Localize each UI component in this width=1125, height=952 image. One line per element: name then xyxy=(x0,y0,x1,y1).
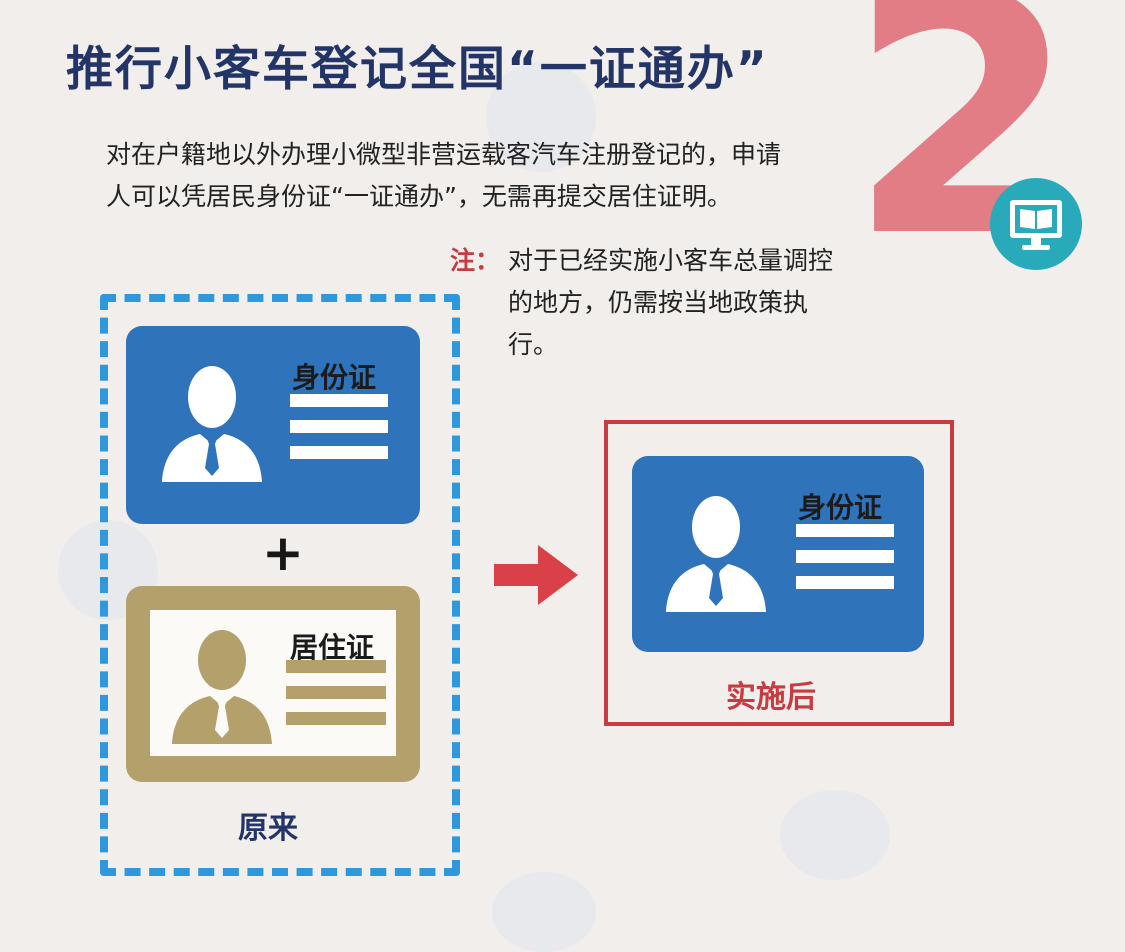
note-text: 对于已经实施小客车总量调控的地方，仍需按当地政策执行。 xyxy=(508,246,834,359)
monitor-book-icon xyxy=(990,178,1082,270)
residence-card: 居住证 xyxy=(126,586,420,782)
person-icon xyxy=(162,366,262,482)
after-group-frame xyxy=(604,420,954,726)
id-card-before: 身份证 xyxy=(126,326,420,524)
background-bubble xyxy=(492,872,596,952)
id-card-after: 身份证 xyxy=(632,456,924,652)
person-icon xyxy=(172,630,272,744)
person-icon xyxy=(666,496,766,612)
id-card-title: 身份证 xyxy=(798,491,883,524)
plus-sign: + xyxy=(262,524,304,582)
card-text-lines xyxy=(796,524,894,594)
residence-card-title: 居住证 xyxy=(290,631,375,664)
card-text-lines xyxy=(290,394,388,464)
right-arrow-icon xyxy=(494,545,578,605)
background-bubble xyxy=(486,62,596,172)
description-text: 对在户籍地以外办理小微型非营运载客汽车注册登记的，申请人可以凭居民身份证“一证通… xyxy=(106,140,782,211)
before-caption: 原来 xyxy=(238,811,298,846)
background-bubble xyxy=(780,790,890,880)
card-text-lines xyxy=(286,660,386,730)
after-caption: 实施后 xyxy=(726,680,816,715)
note-label: 注： xyxy=(450,246,501,275)
page-title: 推行小客车登记全国“一证通办” xyxy=(66,42,769,97)
before-group-frame xyxy=(100,294,460,876)
id-card-title: 身份证 xyxy=(292,361,377,394)
